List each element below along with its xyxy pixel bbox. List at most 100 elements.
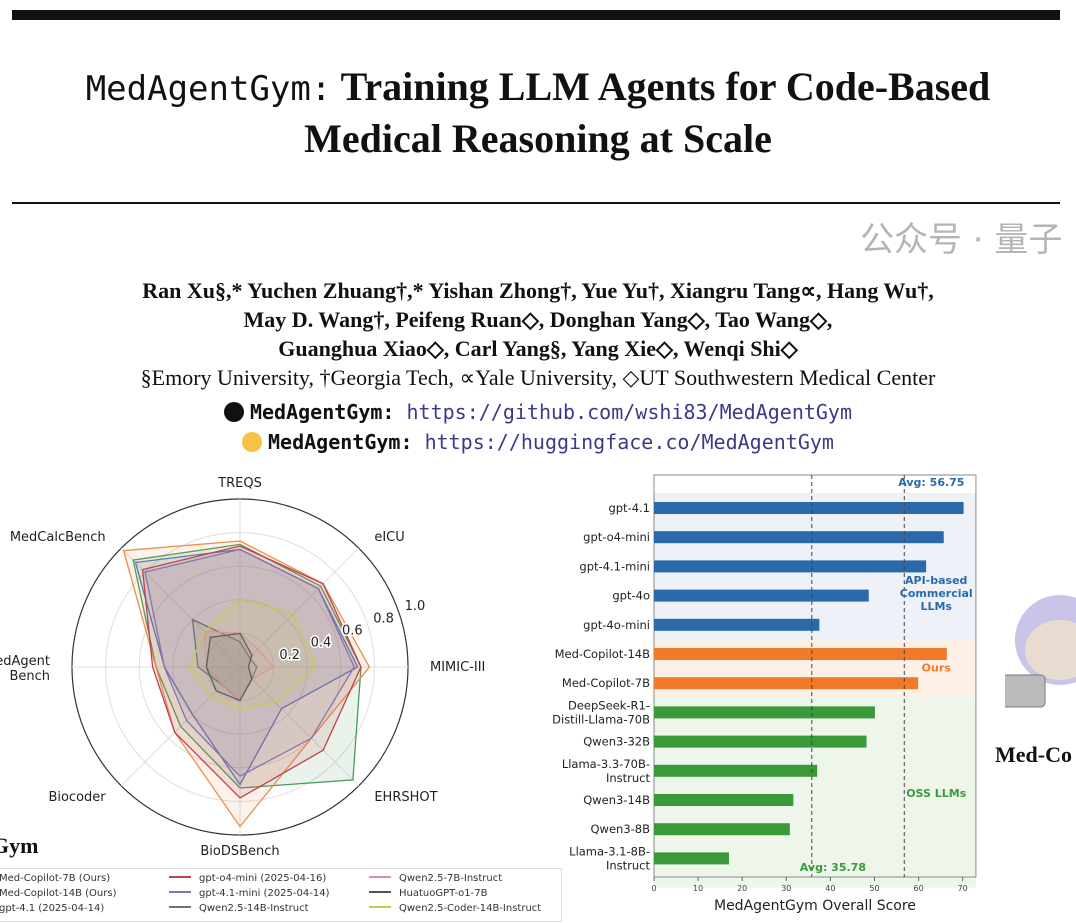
radar-axis-line xyxy=(239,666,360,787)
x-axis-label: MedAgentGym Overall Score xyxy=(714,898,916,914)
plot-frame xyxy=(653,474,977,878)
bar-chart: gpt-4.1 gpt-o4-mini gpt-4.1-mini gpt-4o gpt-… xyxy=(552,474,977,914)
legend-item: gpt-o4-mini (2025-04-16) xyxy=(169,873,326,884)
bar-oss xyxy=(654,852,729,865)
radar-tick-label: 1.0 xyxy=(405,599,426,614)
radar-series-med-copilot-7b-ours- xyxy=(132,543,362,789)
group-label-oss: OSS LLMs xyxy=(906,787,966,800)
mascot-cat-illustration xyxy=(1005,595,1076,708)
radar-legend: Med-Copilot-7B (Ours) Med-Copilot-14B (Ou… xyxy=(0,868,562,922)
bar-category-label: Qwen3-14B xyxy=(583,793,650,807)
x-tick-label: 70 xyxy=(958,884,968,893)
legend-label: Med-Copilot-14B (Ours) xyxy=(0,888,117,899)
x-tick-label: 60 xyxy=(914,884,924,893)
bar-category-label: Llama-3.1-8B-Instruct xyxy=(569,844,650,872)
radar-axis-line xyxy=(239,547,360,668)
radar-tick-label: 0.8 xyxy=(373,611,394,626)
bar-oss xyxy=(654,764,818,777)
x-tick-label: 20 xyxy=(737,884,747,893)
bar-api xyxy=(654,560,927,573)
bar-category-label: Med-Copilot-7B xyxy=(562,676,650,690)
radar-axis-label: EHRSHOT xyxy=(374,790,437,805)
bar-ours xyxy=(654,677,919,690)
bar-oss xyxy=(654,823,790,836)
radar-axis-line xyxy=(120,547,241,668)
side-label-right: Med-Co xyxy=(995,742,1072,767)
watermark: 公众号 · 量子 xyxy=(860,220,1063,260)
radar-axis-label: Biocoder xyxy=(48,790,106,805)
legend-swatch xyxy=(369,876,391,878)
x-tick-label: 0 xyxy=(651,884,656,893)
bar-category-label: gpt-4o-mini xyxy=(583,618,650,632)
x-tick-label: 50 xyxy=(869,884,879,893)
huggingface-icon xyxy=(242,432,263,452)
legend-item: Qwen2.5-7B-Instruct xyxy=(369,873,502,884)
radar-series-qwen2-5-coder-14b-instruct xyxy=(188,599,317,710)
legend-swatch xyxy=(169,906,191,908)
radar-chart: TREQSeICUMIMIC-IIIEHRSHOTBioDSBenchBioco… xyxy=(0,476,485,859)
bar-api xyxy=(654,618,820,631)
bar-api xyxy=(654,589,869,602)
average-label: Avg: 56.75 xyxy=(898,476,964,489)
top-rule xyxy=(12,10,1060,20)
legend-label: gpt-o4-mini (2025-04-16) xyxy=(199,873,327,884)
radar-axis-label: MedAgentBench xyxy=(0,654,50,684)
x-tick-label: 40 xyxy=(825,884,835,893)
radar-axis-label: MedCalcBench xyxy=(10,530,106,545)
legend-item: Qwen2.5-14B-Instruct xyxy=(169,903,309,914)
bar-category-label: DeepSeek-R1-Distill-Llama-70B xyxy=(552,698,650,726)
bar-api xyxy=(654,502,964,514)
bar-api xyxy=(654,531,944,544)
bar-category-label: Med-Copilot-14B xyxy=(555,647,651,661)
legend-label: gpt-4.1-mini (2025-04-14) xyxy=(199,888,330,899)
legend-label: Qwen2.5-7B-Instruct xyxy=(399,873,503,884)
legend-swatch xyxy=(169,891,191,893)
radar-series-huatuogpt-o1-7b xyxy=(205,632,253,702)
title-rule xyxy=(12,202,1060,204)
bar-category-label: gpt-o4-mini xyxy=(583,530,650,544)
radar-series-med-copilot-14b-ours- xyxy=(122,540,371,828)
legend-item: Med-Copilot-14B (Ours) xyxy=(0,888,117,899)
bar-category-label: gpt-4o xyxy=(612,589,650,603)
legend-swatch xyxy=(169,876,191,878)
average-label: Avg: 35.78 xyxy=(800,861,866,874)
bar-oss xyxy=(654,794,794,806)
legend-label: Qwen2.5-14B-Instruct xyxy=(199,903,309,914)
radar-axis-label: eICU xyxy=(374,530,404,545)
legend-item: HuatuoGPT-o1-7B xyxy=(369,888,487,899)
legend-item: gpt-4.1 (2025-04-14) xyxy=(0,903,104,914)
bar-category-label: gpt-4.1 xyxy=(608,501,650,515)
legend-label: gpt-4.1 (2025-04-14) xyxy=(0,903,105,914)
affiliations: §Emory University, †Georgia Tech, ∝Yale … xyxy=(140,365,936,390)
x-tick-label: 10 xyxy=(693,884,703,893)
radar-tick-label: 0.4 xyxy=(311,636,332,651)
legend-swatch xyxy=(369,891,391,893)
bar-category-label: Llama-3.3-70B-Instruct xyxy=(562,757,651,785)
radar-series-gpt-o4-mini-2025-04-16- xyxy=(141,545,362,799)
legend-item: gpt-4.1-mini (2025-04-14) xyxy=(169,888,329,899)
radar-axis-label: TREQS xyxy=(217,476,262,491)
author-list: Ran Xu§,* Yuchen Zhuang†,* Yishan Zhong†… xyxy=(0,276,1076,392)
legend-swatch xyxy=(369,906,391,908)
bar-oss xyxy=(654,735,867,748)
bar-category-label: Qwen3-8B xyxy=(591,822,651,836)
paper-title: MedAgentGym: Training LLM Agents for Cod… xyxy=(85,64,991,161)
huggingface-link[interactable]: MedAgentGym: https://huggingface.co/MedA… xyxy=(0,430,1076,454)
bar-category-label: gpt-4.1-mini xyxy=(579,559,650,573)
bar-category-label: Qwen3-32B xyxy=(583,735,650,749)
bar-ours xyxy=(654,648,947,660)
group-label-ours: Ours xyxy=(922,662,952,675)
radar-tick-label: 0.6 xyxy=(342,623,363,638)
radar-tick-label: 0.2 xyxy=(279,648,300,663)
bar-oss xyxy=(654,706,875,719)
legend-item: Qwen2.5-Coder-14B-Instruct xyxy=(369,903,541,914)
legend-label: Qwen2.5-Coder-14B-Instruct xyxy=(399,903,542,914)
github-icon xyxy=(223,402,244,422)
github-link[interactable]: MedAgentGym: https://github.com/wshi83/M… xyxy=(0,400,1076,424)
radar-axis-label: MIMIC-III xyxy=(430,660,485,675)
legend-label: HuatuoGPT-o1-7B xyxy=(399,888,488,899)
x-tick-label: 30 xyxy=(781,884,791,893)
legend-label: Med-Copilot-7B (Ours) xyxy=(0,873,111,884)
side-label-left: Gym xyxy=(0,833,39,858)
